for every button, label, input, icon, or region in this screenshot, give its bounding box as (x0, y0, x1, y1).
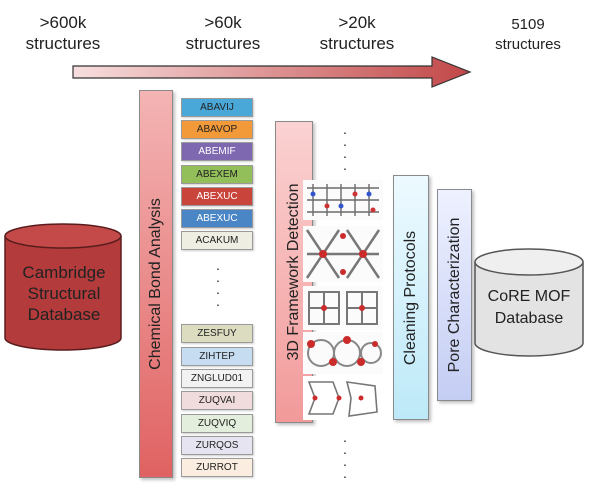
stage-count: >20k (338, 13, 376, 32)
refcode-item: ZURROT (181, 458, 253, 477)
source-database-label: Cambridge Structural Database (10, 262, 118, 325)
refcode-item: ZESFUY (181, 324, 253, 343)
progress-arrow (72, 56, 472, 88)
target-db-line1: CoRE MOF (487, 288, 571, 305)
stage-header-3: >20k structures (302, 12, 412, 54)
ellipsis-dots: ···· (215, 260, 221, 312)
cleaning-protocols-label: Cleaning Protocols (402, 230, 419, 365)
pore-characterization-bar: Pore Characterization (437, 189, 472, 401)
refcode-item: ABEXEM (181, 165, 253, 184)
stage-unit: structures (319, 34, 395, 53)
refcode-item: ACAKUM (181, 231, 253, 250)
crystal-structure-image (303, 226, 383, 282)
stage-header-2: >60k structures (168, 12, 278, 54)
refcode-item: ABAVIJ (181, 98, 253, 117)
crystal-structure-image (303, 332, 383, 374)
source-db-line2: Structural (27, 284, 101, 303)
stage-unit: structures (495, 36, 561, 53)
chemical-bond-analysis-label: Chemical Bond Analysis (147, 198, 164, 370)
refcode-item: ABEXUC (181, 187, 253, 206)
pore-characterization-label: Pore Characterization (445, 217, 463, 373)
cleaning-protocols-bar: Cleaning Protocols (393, 175, 429, 420)
refcode-item: ZURQOS (181, 436, 253, 455)
stage-count: 5109 (511, 16, 545, 33)
stage-header-1: >600k structures (8, 12, 118, 54)
crystal-structure-image (303, 376, 383, 420)
chemical-bond-analysis-bar: Chemical Bond Analysis (139, 90, 173, 478)
refcode-item: ZUQVIQ (181, 414, 253, 433)
refcode-item: ABEXUC (181, 209, 253, 228)
stage-unit: structures (25, 34, 101, 53)
refcode-item: ZIHTEP (181, 347, 253, 366)
source-database-cylinder (4, 223, 122, 351)
source-db-line3: Database (27, 305, 101, 324)
ellipsis-dots: ···· (342, 124, 348, 176)
stage-header-4: 5109 structures (478, 15, 578, 55)
ellipsis-dots: ···· (342, 432, 348, 484)
refcode-item: ZUQVAI (181, 391, 253, 410)
stage-unit: structures (185, 34, 261, 53)
target-database-label: CoRE MOF Database (478, 286, 580, 330)
refcode-item: ZNGLUD01 (181, 369, 253, 388)
source-db-line1: Cambridge (22, 263, 106, 282)
stage-count: >60k (204, 13, 242, 32)
framework-detection-label: 3D Framework Detection (285, 183, 302, 361)
target-db-line2: Database (494, 310, 564, 327)
target-database-cylinder (474, 248, 584, 357)
refcode-item: ABAVOP (181, 120, 253, 139)
crystal-structure-image (303, 286, 383, 330)
refcode-item: ABEMIF (181, 142, 253, 161)
crystal-structure-image (303, 180, 383, 220)
stage-count: >600k (39, 13, 87, 32)
